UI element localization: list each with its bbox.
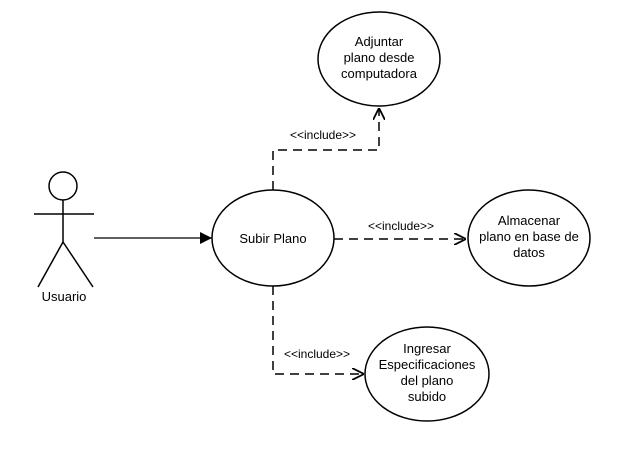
actor-usuario (34, 171, 94, 288)
use-case-label-line-1: Adjuntar (355, 34, 404, 49)
use-case-label-line-2: plano en base de (479, 229, 579, 244)
use-case-ellipse (467, 189, 591, 287)
use-case-label: Subir Plano (239, 231, 306, 246)
use-case-label-line-3: datos (513, 245, 545, 260)
use-case-label-line-4: subido (408, 389, 446, 404)
include-label-ingresar: <<include>> (284, 347, 350, 361)
use-case-label-line-3: del plano (401, 373, 454, 388)
include-arrow-adjuntar (272, 108, 379, 190)
actor-label: Usuario (42, 289, 87, 304)
use-case-label-line-1: Ingresar (403, 341, 451, 356)
actor-head (48, 171, 78, 201)
use-case-label-line-2: plano desde (344, 50, 415, 65)
use-case-ellipse (317, 11, 441, 107)
use-case-ingresar: Ingresar Especificaciones del plano subi… (364, 326, 490, 422)
use-case-almacenar: Almacenar plano en base de datos (467, 189, 591, 287)
use-case-adjuntar: Adjuntar plano desde computadora (317, 11, 441, 107)
use-case-label-line-2: Especificaciones (379, 357, 476, 372)
actor-right-leg (62, 241, 94, 288)
use-case-label-line-3: computadora (341, 66, 418, 81)
use-case-label-line-1: Almacenar (498, 213, 561, 228)
actor-left-leg (37, 241, 64, 288)
include-label-adjuntar: <<include>> (290, 128, 356, 142)
use-case-ellipse (364, 326, 490, 422)
use-case-subir-plano: Subir Plano (211, 189, 335, 287)
include-label-almacenar: <<include>> (368, 219, 434, 233)
